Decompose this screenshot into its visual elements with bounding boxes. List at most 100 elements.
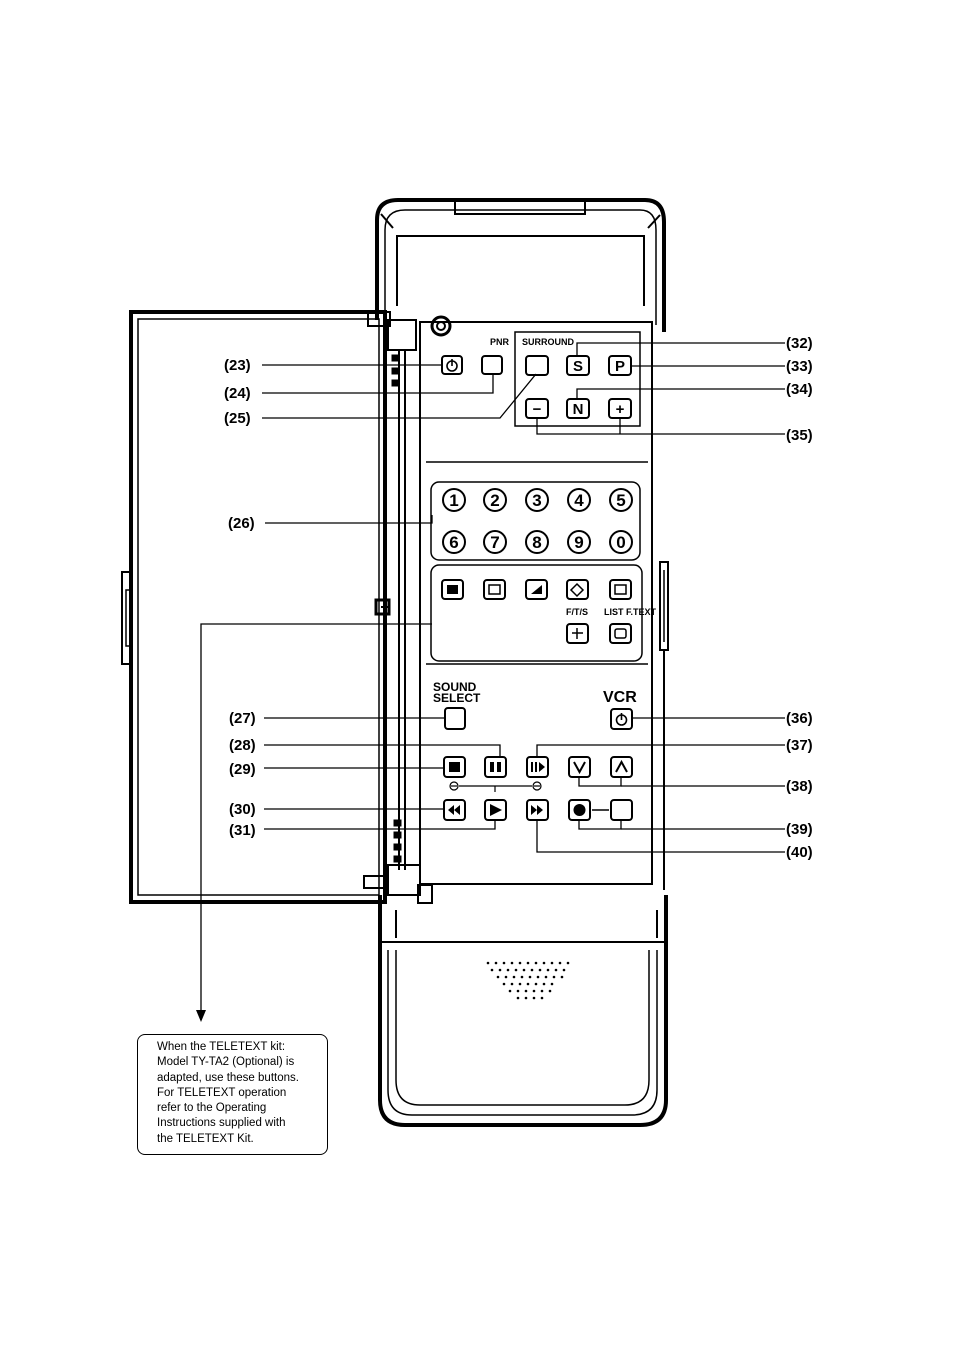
svg-text:4: 4 (574, 491, 584, 510)
note-line: refer to the Operating (157, 1102, 267, 1115)
callouts: (23) (24) (25) (26) (27) (28) (29) (30) … (224, 335, 813, 861)
vcr-record-partner-button[interactable] (610, 799, 633, 821)
teletext-fts-button[interactable] (566, 623, 589, 644)
vcr-rewind-button[interactable] (443, 799, 466, 821)
digit-button-4[interactable]: 4 (567, 488, 591, 512)
digit-button-3[interactable]: 3 (525, 488, 549, 512)
minus-label: − (533, 401, 542, 418)
svg-text:2: 2 (490, 491, 499, 510)
callout-28: (28) (229, 737, 256, 754)
callout-31: (31) (229, 822, 256, 839)
svg-text:1: 1 (449, 491, 458, 510)
svg-text:8: 8 (532, 533, 541, 552)
pause-icon (490, 762, 494, 772)
fts-label: F/T/S (566, 607, 588, 617)
sound-select-button[interactable] (444, 707, 466, 730)
vcr-fast-forward-button[interactable] (526, 799, 549, 821)
callout-38: (38) (786, 778, 813, 795)
surround-n-button[interactable] (566, 398, 590, 419)
sound-label-line1: SOUND (433, 680, 477, 694)
callout-36: (36) (786, 710, 813, 727)
teletext-list-button[interactable] (609, 623, 632, 644)
vcr-channel-up-button[interactable] (610, 756, 633, 778)
callout-37: (37) (786, 737, 813, 754)
digit-button-0[interactable]: 0 (609, 530, 633, 554)
teletext-note-box: When the TELETEXT kit: Model TY-TA2 (Opt… (137, 1034, 328, 1155)
callout-39: (39) (786, 821, 813, 838)
svg-text:3: 3 (532, 491, 541, 510)
digit-button-7[interactable]: 7 (483, 530, 507, 554)
callout-34: (34) (786, 381, 813, 398)
surround-p-button[interactable] (608, 355, 632, 376)
callout-26: (26) (228, 515, 255, 532)
callout-29: (29) (229, 761, 256, 778)
teletext-store-button[interactable] (566, 579, 589, 600)
play-icon (490, 804, 502, 816)
vcr-pause-button[interactable] (484, 756, 507, 778)
surround-s-button[interactable] (566, 355, 590, 376)
n-label: N (573, 401, 584, 418)
surround-button[interactable] (525, 355, 549, 376)
callout-35: (35) (786, 427, 813, 444)
front-panel (419, 321, 669, 890)
vcr-channel-down-button[interactable] (568, 756, 591, 778)
stop-icon (449, 762, 460, 772)
callout-33: (33) (786, 358, 813, 375)
svg-text:0: 0 (616, 533, 625, 552)
p-label: P (615, 358, 625, 375)
remote-top-housing (375, 198, 666, 332)
note-line: When the TELETEXT kit: (157, 1041, 286, 1053)
callout-25: (25) (224, 410, 251, 427)
hinge (363, 311, 452, 904)
digit-button-1[interactable]: 1 (442, 488, 466, 512)
vcr-slow-button[interactable] (526, 756, 549, 778)
callout-24: (24) (224, 385, 251, 402)
svg-text:9: 9 (574, 533, 583, 552)
note-line: the TELETEXT Kit. (157, 1132, 254, 1145)
sound-label-line2: SELECT (433, 691, 481, 705)
vcr-play-button[interactable] (484, 799, 507, 821)
power-button[interactable] (441, 355, 463, 375)
fast-forward-icon (531, 805, 543, 815)
digit-button-5[interactable]: 5 (609, 488, 633, 512)
callout-30: (30) (229, 801, 256, 818)
digit-button-2[interactable]: 2 (483, 488, 507, 512)
surround-section: SURROUND S P − N + (514, 331, 641, 427)
svg-text:7: 7 (490, 533, 499, 552)
svg-text:5: 5 (616, 491, 625, 510)
digit-button-6[interactable]: 6 (442, 530, 466, 554)
teletext-indicator (374, 598, 391, 616)
vcr-power-button[interactable] (610, 708, 633, 730)
s-label: S (573, 358, 583, 375)
teletext-reveal-button[interactable] (609, 579, 632, 600)
callout-32: (32) (786, 335, 813, 352)
vcr-label: VCR (603, 689, 637, 706)
teletext-size-button[interactable] (525, 579, 548, 600)
arrow-down-icon (196, 1010, 206, 1022)
frame-advance-icon (531, 762, 533, 772)
note-line: Model TY-TA2 (Optional) is (157, 1056, 295, 1069)
record-icon (573, 804, 586, 816)
vcr-stop-button[interactable] (443, 756, 466, 778)
teletext-section: F/T/S LIST F.TEXT (430, 564, 657, 662)
speaker-grille (486, 961, 570, 1000)
chevron-down-icon (573, 761, 586, 775)
digit-button-8[interactable]: 8 (525, 530, 549, 554)
callout-27: (27) (229, 710, 256, 727)
svg-text:6: 6 (449, 533, 458, 552)
teletext-mix-button[interactable] (441, 579, 464, 600)
digit-button-9[interactable]: 9 (567, 530, 591, 554)
pnr-button[interactable] (481, 355, 503, 375)
rewind-icon (448, 805, 460, 815)
note-line: For TELETEXT operation (157, 1086, 287, 1099)
teletext-cancel-button[interactable] (483, 579, 506, 600)
surround-label: SURROUND (522, 337, 575, 347)
vcr-record-button[interactable] (568, 799, 591, 821)
callout-23: (23) (224, 357, 251, 374)
note-line: adapted, use these buttons. (157, 1071, 299, 1084)
numeric-keypad: 1 2 3 4 5 6 7 8 9 0 (430, 481, 641, 561)
leader-lines (200, 342, 785, 1020)
note-line: Instructions supplied with (157, 1117, 286, 1130)
